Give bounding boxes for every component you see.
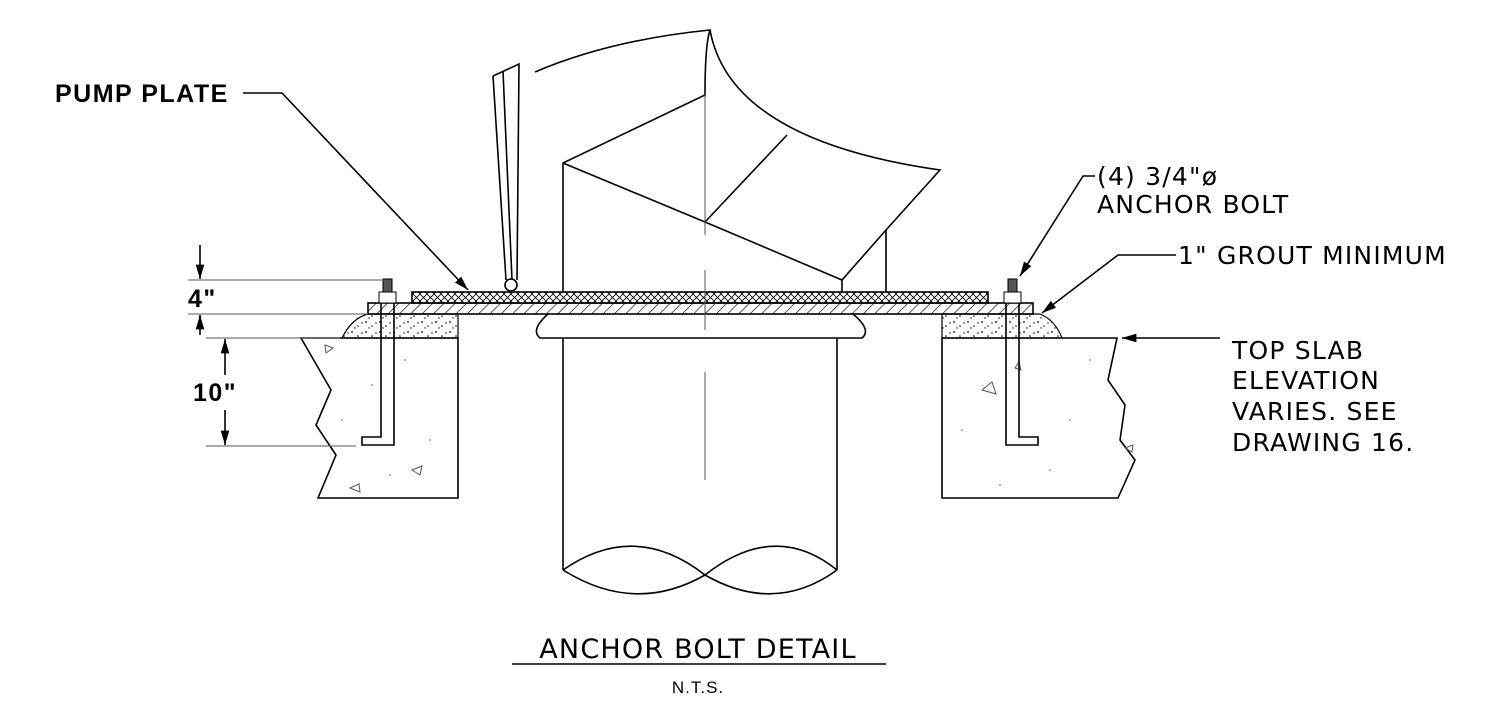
anchor-bolt-right (1003, 278, 1039, 446)
grout-pad (341, 313, 1063, 339)
detail-title: ANCHOR BOLT DETAIL N.T.S. (512, 634, 886, 697)
anchor-bolt-label-name: ANCHOR BOLT (1097, 190, 1289, 219)
top-slab-label-1: TOP SLAB (1231, 336, 1364, 365)
annotations: PUMP PLATE (4) 3/4"ø ANCHOR BOLT 1" GROU… (55, 80, 1447, 457)
top-slab (299, 337, 1136, 499)
base-plate (367, 291, 1034, 315)
dimension-plate-label: 4" (188, 285, 217, 313)
discharge-pipe (535, 313, 867, 595)
detail-scale-text: N.T.S. (672, 678, 724, 697)
pump-plate-label: PUMP PLATE (55, 80, 229, 108)
dimension-embed-label: 10" (193, 379, 237, 407)
anchor-bolt-label-qty: (4) 3/4"ø (1097, 162, 1218, 191)
dimension-lines (188, 245, 384, 447)
leader-lines (243, 92, 1220, 343)
anchor-bolt-left (361, 278, 397, 446)
detail-title-text: ANCHOR BOLT DETAIL (539, 634, 856, 665)
top-slab-label-4: DRAWING 16. (1232, 428, 1414, 457)
top-slab-label-3: VARIES. SEE (1232, 397, 1398, 426)
grout-label: 1" GROUT MINIMUM (1178, 241, 1447, 270)
pump-body (492, 29, 942, 480)
top-slab-label-2: ELEVATION (1232, 366, 1380, 395)
